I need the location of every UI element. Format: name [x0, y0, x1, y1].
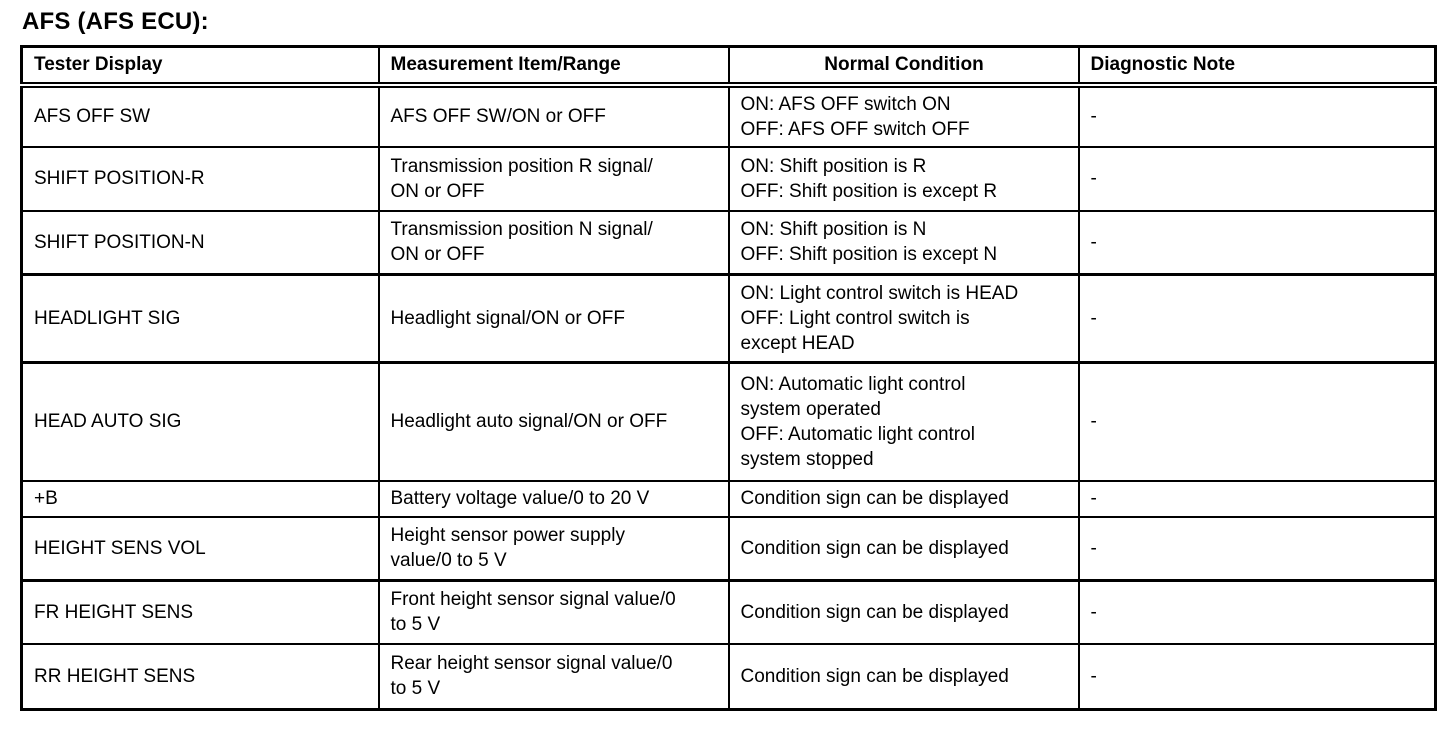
cell-measurement-item-range: Height sensor power supply value/0 to 5 …	[377, 515, 730, 582]
cell-normal-condition: Condition sign can be displayed	[727, 515, 1080, 582]
cell-measurement-item-range: Headlight auto signal/ON or OFF	[377, 361, 730, 482]
cell-measurement-item-range: Transmission position R signal/ ON or OF…	[377, 145, 730, 212]
cell-normal-condition: ON: Shift position is R OFF: Shift posit…	[727, 145, 1080, 212]
cell-measurement-item-range: Battery voltage value/0 to 20 V	[377, 479, 730, 518]
cell-diagnostic-note: -	[1077, 579, 1437, 645]
table-header-row: Tester Display Measurement Item/Range No…	[20, 45, 1437, 88]
cell-tester-display: SHIFT POSITION-N	[20, 209, 380, 276]
cell-normal-condition: ON: AFS OFF switch ON OFF: AFS OFF switc…	[727, 83, 1080, 148]
cell-tester-display: FR HEIGHT SENS	[20, 579, 380, 645]
table-body: AFS OFF SW AFS OFF SW/ON or OFF ON: AFS …	[20, 83, 1437, 711]
table-row: AFS OFF SW AFS OFF SW/ON or OFF ON: AFS …	[20, 83, 1437, 148]
document-page: AFS (AFS ECU): Tester Display Measuremen…	[20, 6, 1437, 711]
cell-diagnostic-note: -	[1077, 361, 1437, 482]
cell-diagnostic-note: -	[1077, 209, 1437, 276]
cell-normal-condition: Condition sign can be displayed	[727, 579, 1080, 645]
cell-tester-display: AFS OFF SW	[20, 83, 380, 148]
table-row: RR HEIGHT SENS Rear height sensor signal…	[20, 642, 1437, 711]
cell-diagnostic-note: -	[1077, 642, 1437, 711]
cell-measurement-item-range: AFS OFF SW/ON or OFF	[377, 83, 730, 148]
cell-tester-display: HEADLIGHT SIG	[20, 273, 380, 364]
cell-normal-condition: Condition sign can be displayed	[727, 642, 1080, 711]
table-row: SHIFT POSITION-N Transmission position N…	[20, 209, 1437, 276]
cell-tester-display: HEAD AUTO SIG	[20, 361, 380, 482]
table-header: Tester Display Measurement Item/Range No…	[20, 45, 1437, 88]
cell-normal-condition: ON: Light control switch is HEAD OFF: Li…	[727, 273, 1080, 364]
cell-normal-condition: ON: Shift position is N OFF: Shift posit…	[727, 209, 1080, 276]
column-header-tester-display: Tester Display	[20, 45, 380, 88]
table-row: SHIFT POSITION-R Transmission position R…	[20, 145, 1437, 212]
cell-measurement-item-range: Front height sensor signal value/0 to 5 …	[377, 579, 730, 645]
column-header-diagnostic-note: Diagnostic Note	[1077, 45, 1437, 88]
cell-normal-condition: ON: Automatic light control system opera…	[727, 361, 1080, 482]
cell-diagnostic-note: -	[1077, 273, 1437, 364]
cell-tester-display: SHIFT POSITION-R	[20, 145, 380, 212]
cell-tester-display: +B	[20, 479, 380, 518]
cell-measurement-item-range: Rear height sensor signal value/0 to 5 V	[377, 642, 730, 711]
table-row: HEADLIGHT SIG Headlight signal/ON or OFF…	[20, 273, 1437, 364]
cell-tester-display: HEIGHT SENS VOL	[20, 515, 380, 582]
cell-normal-condition: Condition sign can be displayed	[727, 479, 1080, 518]
cell-measurement-item-range: Headlight signal/ON or OFF	[377, 273, 730, 364]
cell-diagnostic-note: -	[1077, 145, 1437, 212]
table-row: FR HEIGHT SENS Front height sensor signa…	[20, 579, 1437, 645]
cell-diagnostic-note: -	[1077, 515, 1437, 582]
afs-ecu-data-list-table: Tester Display Measurement Item/Range No…	[20, 45, 1437, 711]
table-row: HEAD AUTO SIG Headlight auto signal/ON o…	[20, 361, 1437, 482]
cell-diagnostic-note: -	[1077, 83, 1437, 148]
table-row: +B Battery voltage value/0 to 20 V Condi…	[20, 479, 1437, 518]
column-header-normal-condition: Normal Condition	[727, 45, 1080, 88]
page-title: AFS (AFS ECU):	[22, 8, 209, 35]
table-row: HEIGHT SENS VOL Height sensor power supp…	[20, 515, 1437, 582]
cell-tester-display: RR HEIGHT SENS	[20, 642, 380, 711]
cell-diagnostic-note: -	[1077, 479, 1437, 518]
column-header-measurement-item-range: Measurement Item/Range	[377, 45, 730, 88]
cell-measurement-item-range: Transmission position N signal/ ON or OF…	[377, 209, 730, 276]
